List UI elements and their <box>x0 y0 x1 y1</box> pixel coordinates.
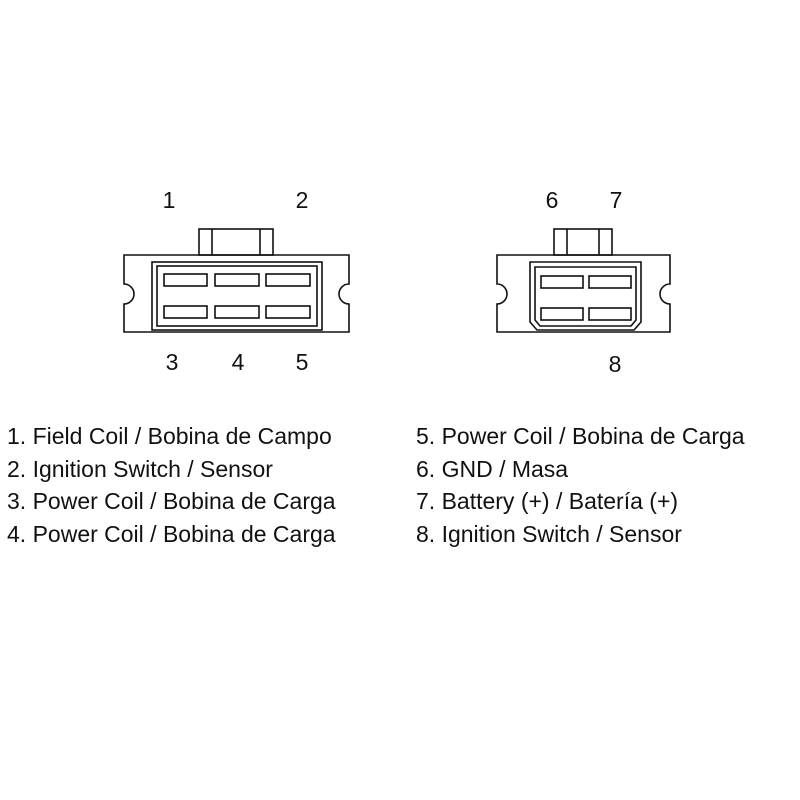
terminal-slot <box>214 305 260 319</box>
legend-item: 2. Ignition Switch / Sensor <box>7 455 273 482</box>
pin-legend: 1. Field Coil / Bobina de Campo 2. Ignit… <box>0 420 800 580</box>
six-pin-latch-tab <box>198 228 274 256</box>
four-pin-cavity-frame <box>534 266 637 327</box>
legend-item: 6. GND / Masa <box>416 455 569 482</box>
six-pin-cavity-frame <box>156 265 318 327</box>
six-pin-housing-outline <box>123 254 350 333</box>
pin-label-3: 3 <box>166 349 179 375</box>
terminal-slot <box>540 307 584 321</box>
pin-label-2: 2 <box>296 187 309 213</box>
terminal-slot <box>265 305 311 319</box>
six-pin-connector <box>123 228 350 333</box>
legend-item: 7. Battery (+) / Batería (+) <box>416 488 679 514</box>
six-pin-inner-housing <box>151 261 323 331</box>
pin-label-1: 1 <box>163 187 176 213</box>
legend-column-left: 1. Field Coil / Bobina de Campo 2. Ignit… <box>7 420 336 550</box>
terminal-slot <box>588 307 632 321</box>
pin-label-8: 8 <box>609 351 622 377</box>
terminal-slot <box>163 273 208 287</box>
pin-label-7: 7 <box>610 187 623 213</box>
four-pin-housing-outline <box>496 254 671 333</box>
legend-item: 1. Field Coil / Bobina de Campo <box>7 423 332 449</box>
legend-item: 8. Ignition Switch / Sensor <box>416 520 682 547</box>
terminal-slot <box>163 305 208 319</box>
pin-label-5: 5 <box>296 349 309 375</box>
legend-item: 3. Power Coil / Bobina de Carga <box>7 488 336 514</box>
legend-column-right: 5. Power Coil / Bobina de Carga 6. GND /… <box>416 420 745 550</box>
pin-label-6: 6 <box>546 187 559 213</box>
four-pin-inner-housing <box>529 261 642 331</box>
four-pin-latch-tab <box>553 228 613 256</box>
terminal-slot <box>540 275 584 289</box>
terminal-slot <box>214 273 260 287</box>
connector-diagram: 1 2 3 4 5 6 7 8 <box>123 187 671 377</box>
pin-label-4: 4 <box>232 349 245 375</box>
legend-item: 4. Power Coil / Bobina de Carga <box>7 520 336 547</box>
terminal-slot <box>265 273 311 287</box>
legend-item: 5. Power Coil / Bobina de Carga <box>416 423 745 449</box>
terminal-slot <box>588 275 632 289</box>
four-pin-connector <box>496 228 671 333</box>
